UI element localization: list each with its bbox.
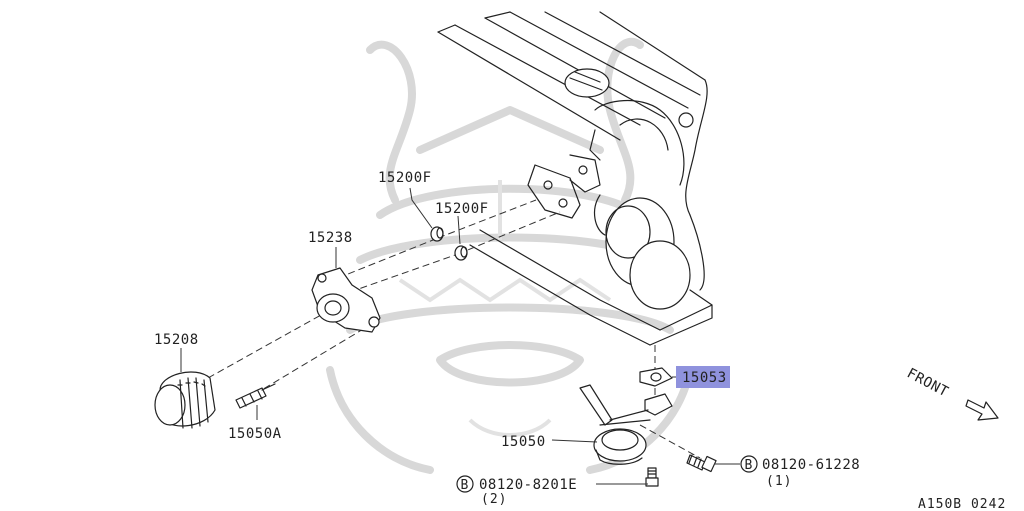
bolt-08120-61228 — [686, 454, 717, 473]
assembly-lines — [207, 199, 701, 459]
oil-filter-15208 — [154, 371, 216, 429]
label-bolt-1-qty: (1) — [766, 474, 792, 489]
oring-15200f-b — [454, 245, 468, 261]
label-15050a[interactable]: 15050A — [228, 426, 282, 442]
bolt-marker-1-letter: B — [745, 458, 754, 473]
oring-15200f-a — [430, 226, 444, 242]
oil-strainer-15050 — [579, 384, 673, 465]
gasket-15053 — [639, 367, 673, 387]
oil-filter-bracket-15238 — [311, 267, 381, 333]
label-15238[interactable]: 15238 — [308, 230, 353, 246]
bolt-marker-1 — [740, 455, 758, 473]
bolt-08120-8201e — [645, 467, 659, 487]
figure-code: A150B 0242 — [918, 497, 1006, 511]
label-bolt-08120-61228[interactable]: 08120-61228 — [762, 457, 860, 473]
highlight-15053 — [676, 366, 730, 388]
label-15208[interactable]: 15208 — [154, 332, 199, 348]
engine-block — [437, 11, 713, 346]
front-arrow-icon — [965, 399, 999, 421]
front-label: FRONT — [904, 365, 951, 400]
label-15050[interactable]: 15050 — [501, 434, 546, 450]
label-15053[interactable]: 15053 — [682, 370, 727, 386]
label-15200f-a[interactable]: 15200F — [378, 170, 432, 186]
label-15200f-b[interactable]: 15200F — [435, 201, 489, 217]
bolt-marker-2-letter: B — [461, 478, 470, 493]
bolt-marker-2 — [456, 475, 474, 493]
label-bolt-08120-8201e[interactable]: 08120-8201E — [479, 477, 577, 493]
connector-bolt-15050a — [235, 383, 276, 409]
leader-lines — [180, 187, 740, 485]
label-bolt-2-qty: (2) — [481, 492, 507, 507]
